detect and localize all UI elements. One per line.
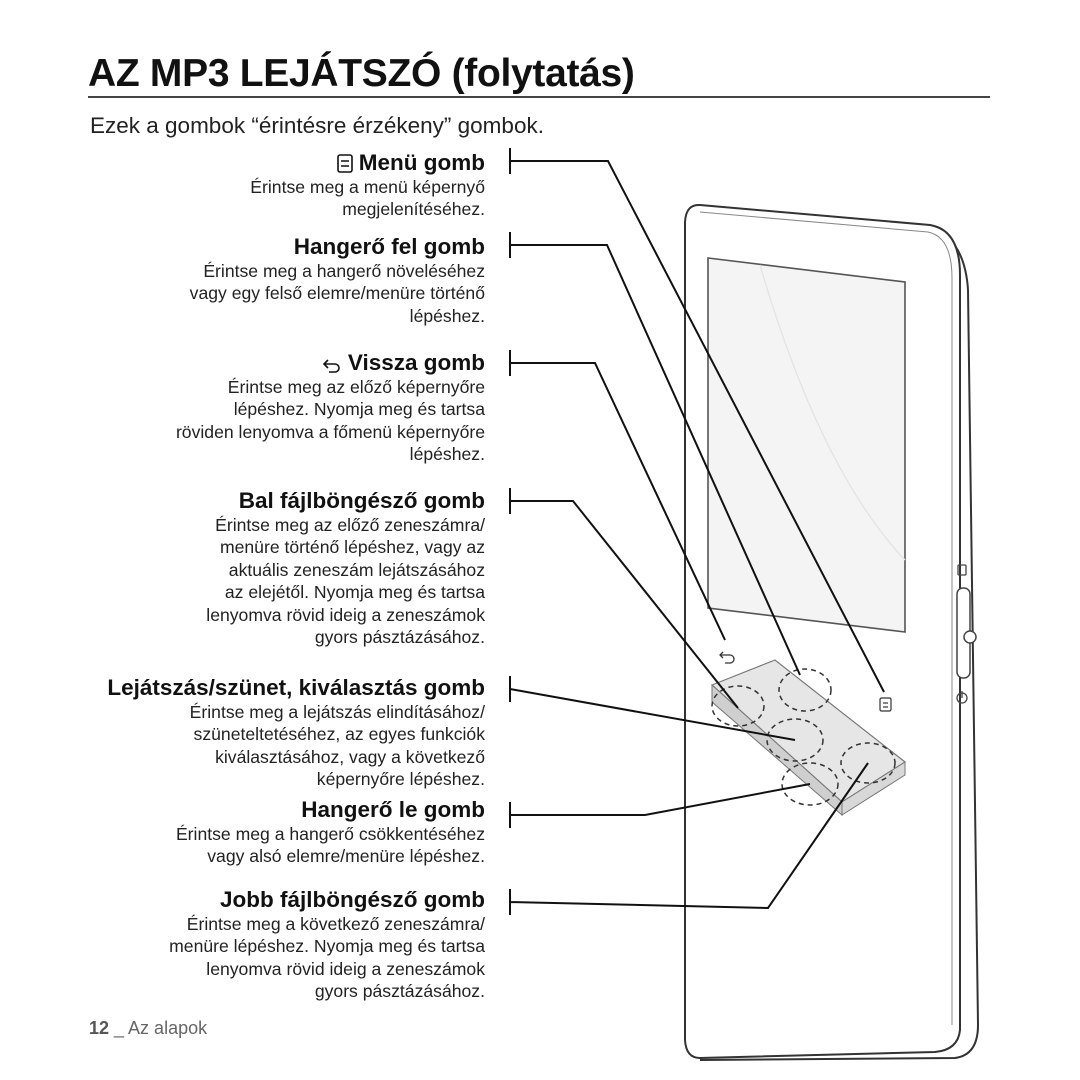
menu-icon (336, 154, 353, 173)
section-line: Érintse meg a hangerő növeléséhez (203, 261, 485, 281)
section-line: aktuális zeneszám lejátszásához (228, 559, 485, 580)
section-heading: Bal fájlböngésző gomb (238, 488, 485, 513)
section-line: Érintse meg a lejátszás elindításához/ (189, 702, 485, 722)
back-arrow-icon (322, 359, 340, 373)
footer-section-name: _ Az alapok (109, 1018, 208, 1038)
device-menu-icon (879, 697, 892, 712)
page-title: AZ MP3 LEJÁTSZÓ (folytatás) (88, 52, 635, 95)
callout-volume-up (509, 232, 801, 676)
section-line: képernyőre lépéshez. (316, 769, 485, 790)
section-line: röviden lenyomva a főmenü képernyőre (175, 421, 485, 442)
volume-up-touch-zone (778, 668, 832, 712)
touch-button-outlines (711, 668, 896, 806)
section-right-browse-button: Jobb fájlböngésző gomb Érintse meg a köv… (40, 887, 485, 1003)
section-line: lépéshez. (409, 444, 485, 465)
play-select-touch-zone (766, 718, 824, 762)
section-line: Érintse meg a hangerő csökkentéséhez (175, 824, 485, 844)
hold-switch (956, 564, 977, 704)
section-volume-down-button: Hangerő le gomb Érintse meg a hangerő cs… (40, 797, 485, 868)
callout-back (509, 350, 726, 641)
callout-volume-down (509, 783, 811, 828)
section-line: menüre történő lépéshez, vagy az (219, 537, 485, 558)
section-line: gyors pásztázásához. (314, 627, 485, 648)
section-line: Érintse meg a következő zeneszámra/ (186, 914, 485, 934)
section-line: vagy alsó elemre/menüre lépéshez. (207, 846, 485, 867)
page-number: 12 (89, 1018, 110, 1038)
section-line: megjelenítéséhez. (342, 199, 485, 220)
section-line: lépéshez. (409, 305, 485, 326)
section-heading: Jobb fájlböngésző gomb (220, 887, 485, 912)
section-line: szüneteltetéséhez, az egyes funkciók (193, 724, 485, 745)
section-line: lenyomva rövid ideig a zeneszámok (206, 958, 485, 979)
section-heading: Lejátszás/szünet, kiválasztás gomb (107, 675, 485, 700)
section-volume-up-button: Hangerő fel gomb Érintse meg a hangerő n… (40, 234, 485, 327)
volume-down-touch-zone (781, 762, 839, 806)
section-left-browse-button: Bal fájlböngésző gomb Érintse meg az elő… (40, 488, 485, 648)
section-back-button: Vissza gomb Érintse meg az előző képerny… (40, 350, 485, 466)
callout-menu (509, 148, 885, 693)
callout-right-browse (509, 762, 869, 915)
section-line: gyors pásztázásához. (314, 981, 485, 1002)
device-screen (707, 257, 906, 633)
callout-play-select (509, 676, 796, 741)
device-back-icon (719, 651, 735, 664)
section-line: az elejétől. Nyomja meg és tartsa (224, 582, 485, 603)
section-heading-text: Vissza gomb (347, 350, 485, 375)
section-heading: Vissza gomb (40, 350, 485, 376)
callout-left-browse (509, 488, 739, 709)
section-line: Érintse meg az előző képernyőre (227, 377, 485, 397)
section-line: kiválasztásához, vagy a következő (215, 746, 485, 767)
section-heading-text: Menü gomb (358, 150, 485, 175)
callout-lines (509, 148, 885, 915)
section-heading: Hangerő fel gomb (293, 234, 485, 259)
section-line: vagy egy felső elemre/menüre történő (189, 283, 485, 304)
section-heading: Menü gomb (40, 150, 485, 176)
section-line: menüre lépéshez. Nyomja meg és tartsa (169, 936, 485, 957)
section-line: lépéshez. Nyomja meg és tartsa (233, 399, 485, 420)
section-line: Érintse meg az előző zeneszámra/ (215, 515, 485, 535)
section-play-pause-select-button: Lejátszás/szünet, kiválasztás gomb Érint… (40, 675, 485, 791)
right-browse-touch-zone (840, 742, 896, 784)
title-divider (88, 96, 990, 98)
left-browse-touch-zone (711, 685, 765, 727)
section-menu-button: Menü gomb Érintse meg a menü képernyő me… (40, 150, 485, 221)
intro-text: Ezek a gombok “érintésre érzékeny” gombo… (90, 113, 544, 138)
page-footer: 12 _ Az alapok (89, 1018, 207, 1039)
section-heading: Hangerő le gomb (301, 797, 485, 822)
section-line: Érintse meg a menü képernyő (250, 177, 485, 197)
section-line: lenyomva rövid ideig a zeneszámok (206, 604, 485, 625)
